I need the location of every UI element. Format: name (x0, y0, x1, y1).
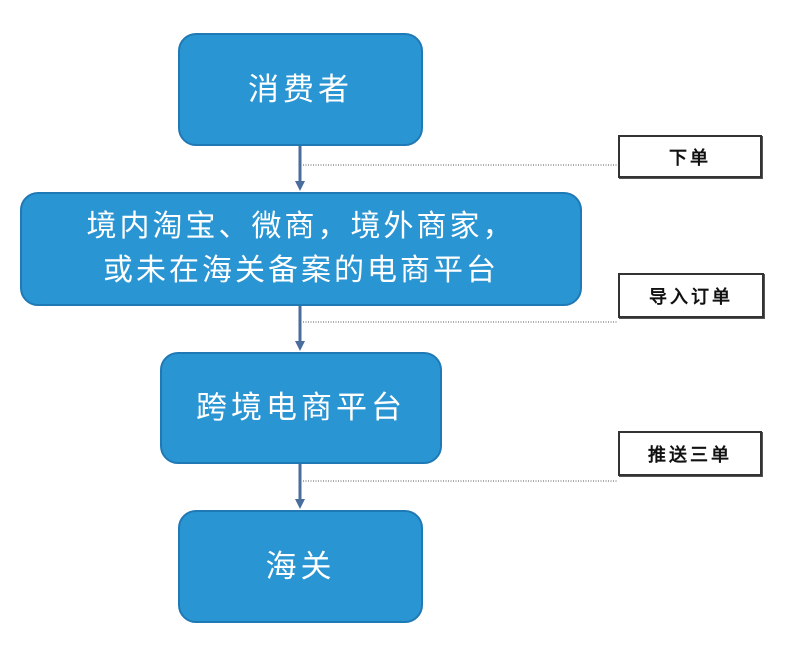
node-customs-label: 海关 (265, 548, 336, 585)
node-consumer: 消费者 (178, 33, 423, 146)
node-customs: 海关 (178, 510, 423, 623)
node-platforms-line-2: 或未在海关备案的电商平台 (103, 253, 499, 288)
node-crossborder-platform: 跨境电商平台 (160, 352, 442, 464)
step-tag-push-three-orders: 推送三单 (618, 431, 762, 476)
node-platforms-label: 境内淘宝、微商，境外商家， 或未在海关备案的电商平台 (87, 205, 516, 293)
node-platforms-line-1: 境内淘宝、微商，境外商家， (86, 209, 516, 244)
node-crossborder-label: 跨境电商平台 (196, 390, 406, 426)
step-tag-order: 下单 (618, 135, 762, 178)
step-tag-import-order: 导入订单 (618, 273, 764, 318)
node-consumer-label: 消费者 (248, 71, 353, 108)
node-platforms: 境内淘宝、微商，境外商家， 或未在海关备案的电商平台 (20, 192, 582, 306)
